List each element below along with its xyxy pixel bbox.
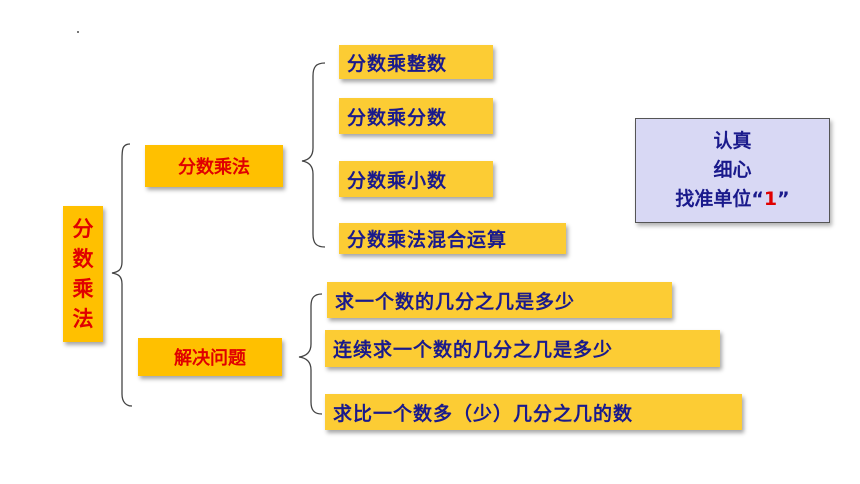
reminder-note: 认真 细心 找准单位“1” xyxy=(635,118,830,223)
note-highlight: 1 xyxy=(763,188,778,210)
note-text: ” xyxy=(777,188,790,210)
note-line: 认真 xyxy=(713,130,752,152)
leaf-node: 分数乘法混合运算 xyxy=(339,223,566,254)
note-line: 找准单位“1” xyxy=(675,185,789,214)
leaf-node: 求一个数的几分之几是多少 xyxy=(327,282,672,318)
root-brace xyxy=(111,143,133,407)
leaf-node: 分数乘整数 xyxy=(339,45,493,79)
note-text: 找准单位“ xyxy=(675,188,764,210)
root-node: 分 数 乘 法 xyxy=(63,206,103,342)
leaf-node: 分数乘分数 xyxy=(339,98,493,134)
branch-node-problem-solving: 解决问题 xyxy=(138,338,282,376)
branch1-brace xyxy=(301,62,326,248)
branch-node-multiplication: 分数乘法 xyxy=(145,145,283,187)
branch2-brace xyxy=(298,293,323,415)
root-char: 分 xyxy=(72,217,94,241)
root-char: 法 xyxy=(72,307,94,331)
stray-dot xyxy=(77,31,79,33)
leaf-node: 求比一个数多（少）几分之几的数 xyxy=(325,394,742,430)
root-char: 数 xyxy=(72,247,94,271)
root-char: 乘 xyxy=(72,277,94,301)
leaf-node: 分数乘小数 xyxy=(339,161,493,197)
leaf-node: 连续求一个数的几分之几是多少 xyxy=(325,330,720,367)
note-line: 细心 xyxy=(713,159,752,181)
